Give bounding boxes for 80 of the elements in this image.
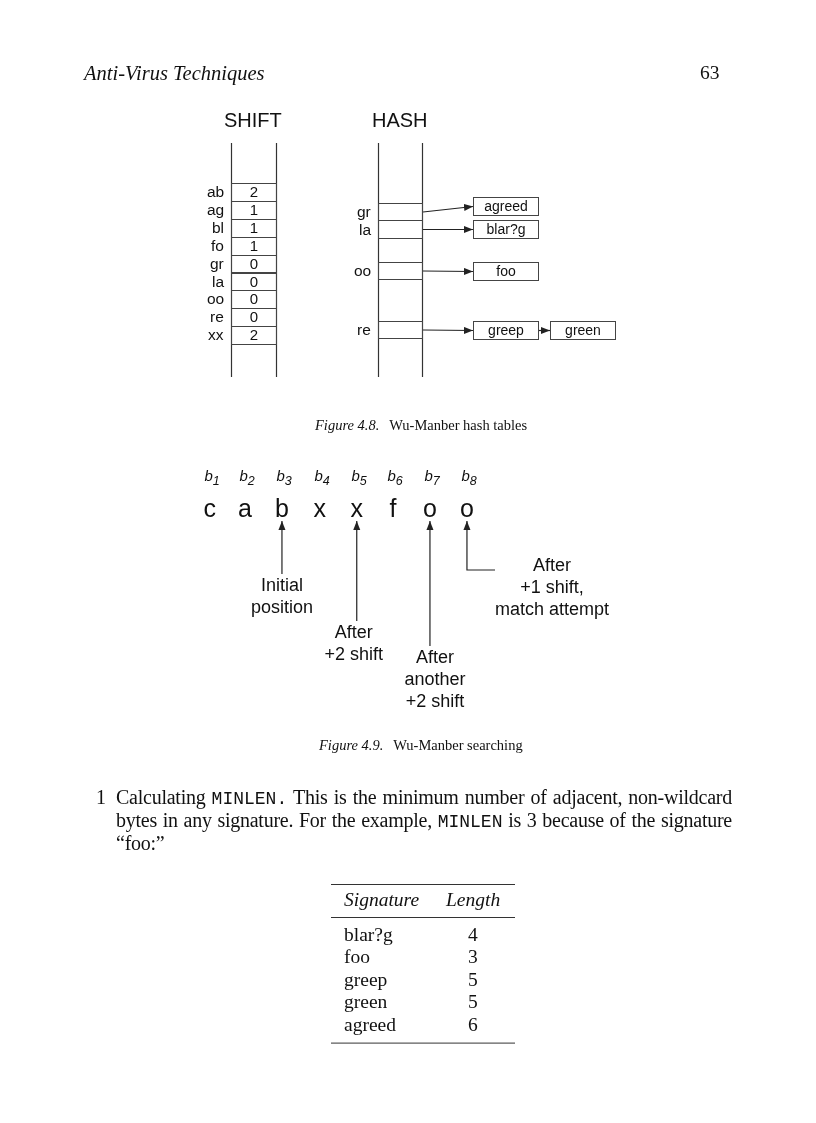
body-paragraph: Calculating MINLEN. This is the minimum number of adjacent, non-wildcard bytes in any signature. For the example, MINLEN is 3 because of the signature “foo:” — [116, 786, 732, 855]
byte-character: x — [313, 496, 326, 521]
byte-character: x — [350, 496, 363, 521]
byte-character: f — [389, 496, 397, 521]
byte-index-label: b$_{8}$ — [461, 467, 477, 490]
table-cell: 1 — [231, 236, 277, 256]
list-number: 1 — [96, 786, 106, 809]
row-label: la — [212, 272, 225, 292]
linked-list-box: green — [550, 321, 616, 340]
annotation-text: After another +2 shift — [404, 646, 466, 712]
byte-index-label: b$_{5}$ — [351, 467, 367, 490]
table-cell — [378, 262, 423, 280]
byte-index-label: b$_{2}$ — [239, 467, 255, 490]
page-number: 63 — [700, 61, 720, 85]
length-value: 6 — [468, 1013, 478, 1036]
linked-list-box: agreed — [473, 197, 539, 216]
signature-text: greep — [344, 968, 388, 991]
row-label: oo — [207, 290, 225, 310]
figure-caption: Figure 4.9. Wu-Manber searching — [319, 736, 523, 754]
row-label: xx — [208, 326, 224, 346]
table-heading: SHIFT — [224, 108, 282, 132]
arrow — [278, 520, 286, 575]
table-cell — [378, 203, 423, 221]
arrow — [538, 327, 551, 334]
byte-character: a — [238, 496, 252, 521]
arrow — [422, 326, 474, 334]
table-cell — [378, 321, 423, 339]
byte-character: o — [423, 496, 437, 521]
linked-list-box: blar?g — [473, 220, 539, 239]
byte-index-label: b$_{1}$ — [204, 467, 220, 490]
table-cell: 1 — [231, 218, 277, 238]
table-cell: 0 — [231, 308, 277, 328]
signature-text: blar?g — [344, 924, 393, 946]
arrow — [353, 520, 361, 622]
table-cell: 0 — [231, 272, 277, 292]
row-label: gr — [210, 254, 224, 274]
table-cell: 0 — [231, 290, 277, 310]
row-label: la — [359, 220, 372, 239]
signature-text: green — [344, 991, 388, 1014]
byte-index-label: b$_{4}$ — [314, 467, 330, 490]
byte-character: b — [275, 496, 289, 521]
table-heading: HASH — [372, 108, 428, 132]
table-cell: 2 — [231, 326, 277, 346]
column-header: Length — [446, 889, 501, 911]
length-value: 3 — [468, 946, 478, 969]
length-value: 4 — [468, 924, 478, 946]
annotation-text: Initial position — [251, 574, 314, 618]
linked-list-box: greep — [473, 321, 539, 340]
figure-caption: Figure 4.8. Wu-Manber hash tables — [315, 416, 528, 434]
arrow — [422, 267, 474, 275]
arrow — [422, 226, 474, 233]
row-label: bl — [212, 218, 225, 238]
row-label: fo — [211, 236, 224, 256]
row-label: ab — [207, 183, 225, 202]
table-cell: 2 — [231, 183, 277, 202]
table-cell — [378, 220, 423, 239]
row-label: ag — [207, 200, 225, 220]
annotation-text: After +2 shift — [324, 621, 384, 665]
row-label: re — [357, 321, 371, 339]
signature-text: agreed — [344, 1013, 396, 1036]
byte-character: o — [460, 496, 474, 521]
length-value: 5 — [468, 968, 478, 991]
byte-index-label: b$_{7}$ — [424, 467, 440, 490]
byte-index-label: b$_{3}$ — [276, 467, 292, 490]
arrow — [426, 520, 434, 647]
annotation-text: After +1 shift, match attempt — [495, 554, 610, 620]
table-cell: 1 — [231, 200, 277, 220]
length-value: 5 — [468, 991, 478, 1014]
arrow — [422, 204, 474, 213]
row-label: re — [210, 308, 224, 328]
byte-character: c — [203, 496, 216, 521]
linked-list-box: foo — [473, 262, 539, 281]
byte-index-label: b$_{6}$ — [387, 467, 403, 490]
row-label: oo — [354, 262, 372, 280]
row-label: gr — [357, 203, 371, 221]
signature-text: foo — [344, 946, 370, 969]
column-header: Signature — [344, 889, 420, 911]
table-cell: 0 — [231, 254, 277, 274]
running-header: Anti-Virus Techniques — [84, 61, 265, 85]
arrow — [463, 520, 496, 571]
